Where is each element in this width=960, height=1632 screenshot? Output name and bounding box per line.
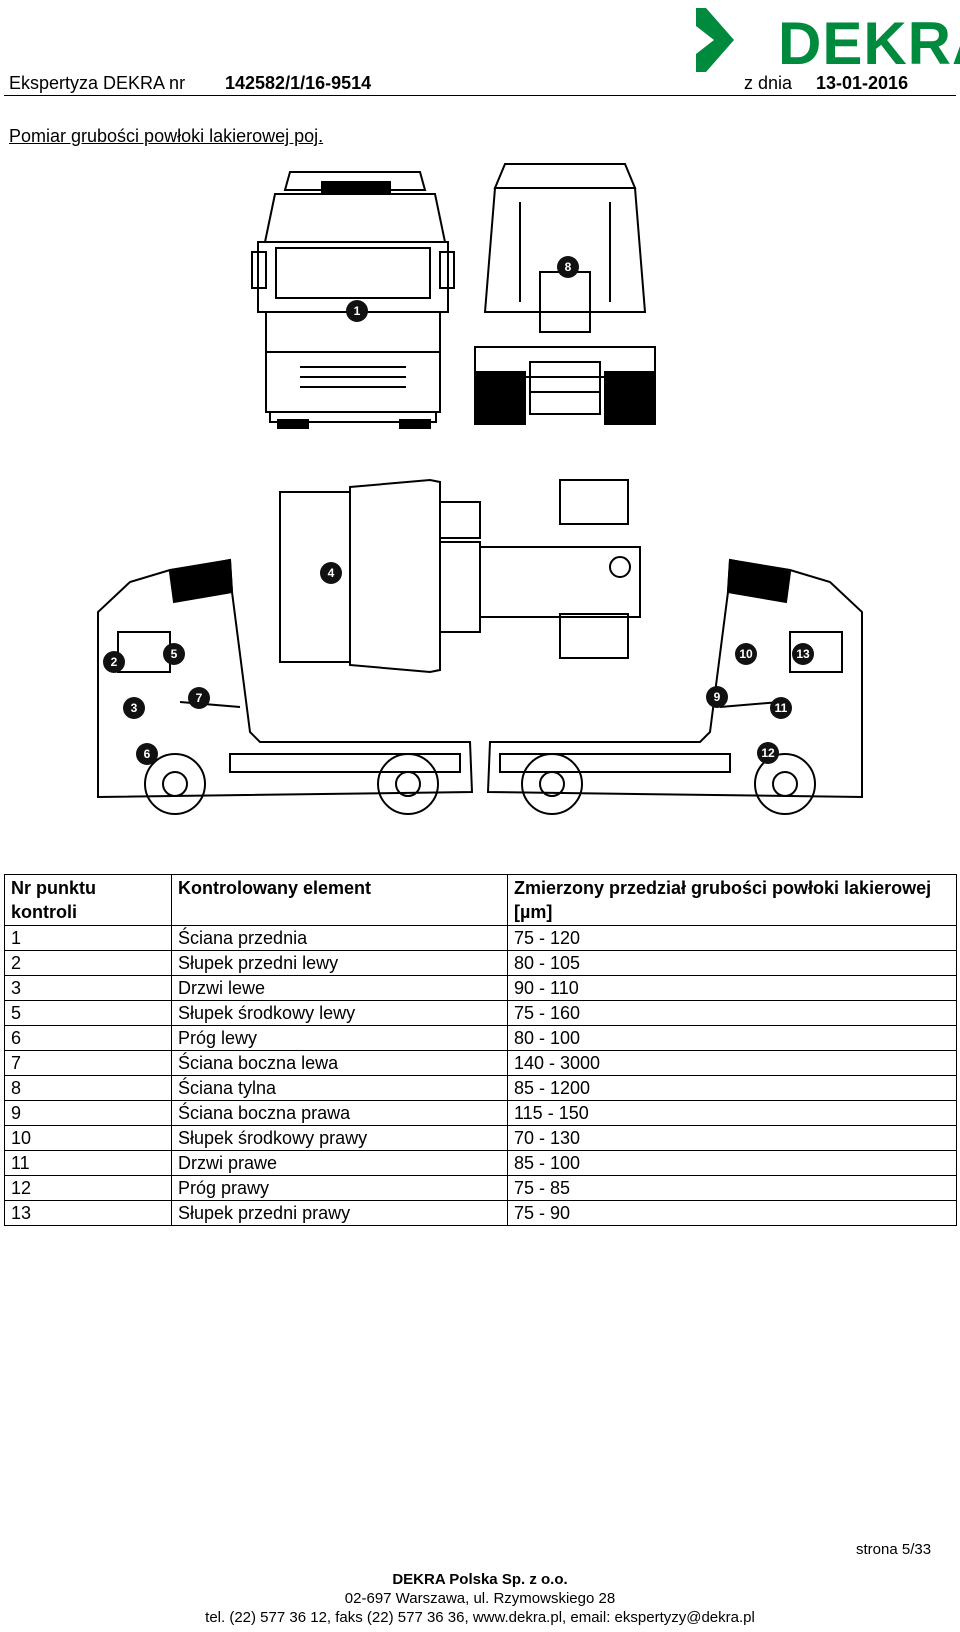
marker-3: 3 xyxy=(123,697,145,719)
cell-element: Słupek przedni prawy xyxy=(171,1200,508,1226)
marker-11: 11 xyxy=(770,697,792,719)
cell-point: 10 xyxy=(4,1125,172,1151)
cell-point: 6 xyxy=(4,1025,172,1051)
report-date: 13-01-2016 xyxy=(816,73,909,93)
cell-point: 13 xyxy=(4,1200,172,1226)
cell-point: 3 xyxy=(4,975,172,1001)
svg-text:7: 7 xyxy=(196,691,203,705)
marker-6: 6 xyxy=(136,743,158,765)
report-number: 142582/1/16-9514 xyxy=(225,73,372,93)
cell-point: 7 xyxy=(4,1050,172,1076)
truck-right-side-view xyxy=(486,558,863,815)
truck-front-view xyxy=(251,171,455,429)
cell-element: Ściana przednia xyxy=(171,925,508,951)
svg-text:1: 1 xyxy=(354,304,361,318)
svg-text:13: 13 xyxy=(796,647,810,661)
footer-address: 02-697 Warszawa, ul. Rzymowskiego 28 xyxy=(344,1590,616,1607)
svg-text:8: 8 xyxy=(565,260,572,274)
cell-point: 8 xyxy=(4,1075,172,1101)
svg-text:5: 5 xyxy=(171,647,178,661)
truck-diagram: 1 8 4 2 5 3 7 6 10 13 9 11 12 xyxy=(97,163,863,815)
svg-text:9: 9 xyxy=(714,690,721,704)
svg-text:10: 10 xyxy=(739,647,753,661)
header-divider xyxy=(4,95,956,96)
cell-point: 5 xyxy=(4,1000,172,1026)
cell-range: 140 - 3000 xyxy=(507,1050,957,1076)
truck-left-side-view xyxy=(97,558,474,815)
truck-rear-view xyxy=(474,163,656,425)
cell-point: 1 xyxy=(4,925,172,951)
cell-element: Słupek środkowy lewy xyxy=(171,1000,508,1026)
cell-range: 80 - 105 xyxy=(507,950,957,976)
cell-element: Ściana boczna lewa xyxy=(171,1050,508,1076)
cell-element: Słupek przedni lewy xyxy=(171,950,508,976)
svg-text:11: 11 xyxy=(775,701,788,715)
svg-text:12: 12 xyxy=(761,746,775,760)
brand-name: DEKRA xyxy=(778,10,960,77)
column-header-element: Kontrolowany element xyxy=(171,874,508,926)
cell-range: 80 - 100 xyxy=(507,1025,957,1051)
svg-text:3: 3 xyxy=(131,701,138,715)
report-label: Ekspertyza DEKRA nr xyxy=(9,73,186,93)
cell-range: 115 - 150 xyxy=(507,1100,957,1126)
marker-2: 2 xyxy=(103,651,125,673)
cell-point: 11 xyxy=(4,1150,172,1176)
svg-text:6: 6 xyxy=(144,747,151,761)
cell-element: Słupek środkowy prawy xyxy=(171,1125,508,1151)
cell-element: Drzwi lewe xyxy=(171,975,508,1001)
marker-7: 7 xyxy=(188,687,210,709)
cell-element: Ściana tylna xyxy=(171,1075,508,1101)
marker-9: 9 xyxy=(706,686,728,708)
svg-text:2: 2 xyxy=(111,655,118,669)
truck-top-view xyxy=(279,478,641,674)
cell-range: 90 - 110 xyxy=(507,975,957,1001)
cell-element: Próg prawy xyxy=(171,1175,508,1201)
cell-range: 75 - 90 xyxy=(507,1200,957,1226)
cell-range: 85 - 1200 xyxy=(507,1075,957,1101)
page-footer: DEKRA Polska Sp. z o.o. 02-697 Warszawa,… xyxy=(0,1570,960,1627)
footer-contact: tel. (22) 577 36 12, faks (22) 577 36 36… xyxy=(205,1609,755,1626)
footer-company: DEKRA Polska Sp. z o.o. xyxy=(392,1571,568,1588)
cell-range: 85 - 100 xyxy=(507,1150,957,1176)
marker-4: 4 xyxy=(320,562,342,584)
cell-range: 75 - 120 xyxy=(507,925,957,951)
page-number: strona 5/33 xyxy=(856,1541,932,1558)
column-header-point: Nr punktu kontroli xyxy=(4,874,172,926)
marker-5: 5 xyxy=(163,643,185,665)
cell-point: 12 xyxy=(4,1175,172,1201)
cell-point: 2 xyxy=(4,950,172,976)
coating-thickness-table: Nr punktu kontroli Kontrolowany element … xyxy=(4,874,957,1226)
dekra-logo-icon xyxy=(696,8,734,72)
cell-range: 70 - 130 xyxy=(507,1125,957,1151)
date-label: z dnia xyxy=(744,73,793,93)
svg-text:4: 4 xyxy=(328,566,335,580)
cell-point: 9 xyxy=(4,1100,172,1126)
marker-1: 1 xyxy=(346,300,368,322)
cell-range: 75 - 160 xyxy=(507,1000,957,1026)
page-subtitle: Pomiar grubości powłoki lakierowej poj. xyxy=(9,126,324,146)
marker-8: 8 xyxy=(557,256,579,278)
table-header-row: Nr punktu kontroli Kontrolowany element … xyxy=(4,874,957,926)
column-header-range: Zmierzony przedział grubości powłoki lak… xyxy=(507,874,957,926)
marker-10: 10 xyxy=(735,643,757,665)
cell-element: Drzwi prawe xyxy=(171,1150,508,1176)
marker-12: 12 xyxy=(757,742,779,764)
cell-element: Próg lewy xyxy=(171,1025,508,1051)
cell-range: 75 - 85 xyxy=(507,1175,957,1201)
cell-element: Ściana boczna prawa xyxy=(171,1100,508,1126)
marker-13: 13 xyxy=(792,643,814,665)
